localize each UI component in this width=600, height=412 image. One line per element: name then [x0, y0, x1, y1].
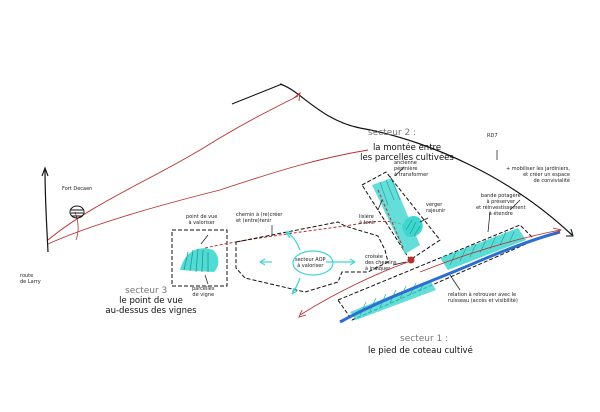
point-de-vue-label: point de vue à valoriser [186, 214, 218, 226]
sector2-leader [394, 166, 405, 177]
pepiniere-leader [389, 175, 394, 183]
aop-cloud [292, 250, 334, 276]
croisee-leader [392, 261, 407, 266]
relation-label: relation à retrouver avec le ruisseau (a… [448, 292, 518, 304]
sector3-title: le point de vue au-dessus des vignes [105, 296, 197, 316]
fort-label: Fort Decaen [62, 186, 93, 192]
red-path-arrow-icon [293, 91, 301, 102]
lower-band [350, 280, 436, 320]
sector3-number: secteur 3 [125, 286, 168, 296]
rd7-arrow-icon [566, 228, 574, 237]
chemin-label: chemin à (re)créer et (entre)tenir [236, 212, 283, 224]
rd7-road-line [279, 83, 573, 236]
red-path-2 [47, 149, 369, 245]
sector2-box [361, 171, 441, 261]
aop-label: secteur AOP à valoriser [295, 257, 326, 269]
sector2-title: la montée entre les parcelles cultivées [360, 143, 454, 163]
stream-line [339, 230, 561, 324]
pepiniere-hatch [379, 179, 401, 206]
pepiniere-label: ancienne pépinière à transformer [394, 160, 429, 178]
aop-arrows-icon [259, 231, 356, 295]
stream-red-edge [419, 229, 561, 273]
road-larry-arrow-icon [41, 166, 49, 177]
fort-icon [69, 205, 85, 219]
sector1-number: secteur 1 : [400, 334, 449, 344]
red-path-lower [299, 261, 409, 316]
parcelles-vigne-label: parcelles de vigne [192, 286, 215, 298]
rd7-label: RD7 [487, 133, 498, 139]
sector2-number: secteur 2 : [368, 128, 417, 138]
mobiliser-label: + mobiliser les jardiniers, et créer un … [506, 166, 570, 184]
relation-leader [449, 274, 461, 291]
sector1-title: le pied de coteau cultivé [368, 346, 473, 356]
rd7-road-branch [231, 83, 283, 105]
sector3-box [171, 229, 228, 287]
red-dashed-path [204, 220, 406, 249]
verger-tree-icon [402, 216, 423, 238]
mobiliser-leader [509, 199, 521, 211]
lisiere-leader [377, 199, 383, 211]
point-de-vue-leader [200, 234, 209, 245]
red-path-lower-arrow-icon [298, 309, 307, 318]
verger-label: verger rajeunir [426, 202, 446, 214]
lisiere-label: lisière à tenir [359, 214, 376, 226]
vineyard-point-de-vue-icon [180, 248, 219, 273]
potager-leader [487, 211, 491, 233]
verger-leader [419, 217, 429, 223]
stream-red-arrow-icon [552, 227, 562, 236]
red-path-1 [47, 95, 299, 241]
red-dashed-vertical-path [377, 189, 405, 251]
potager-hatch [449, 231, 515, 266]
potager-label: bande potagère à préserver et réinvestis… [476, 193, 526, 217]
potager-band [440, 228, 526, 270]
road-larry-label: route de Larry [20, 273, 41, 285]
road-larry-line [44, 169, 49, 253]
croisee-label: croisée des chemins à indiquer [365, 254, 397, 272]
croisee-marker-icon [407, 256, 415, 264]
parcelles-vigne-leader [204, 274, 209, 285]
red-path-3 [74, 211, 79, 241]
